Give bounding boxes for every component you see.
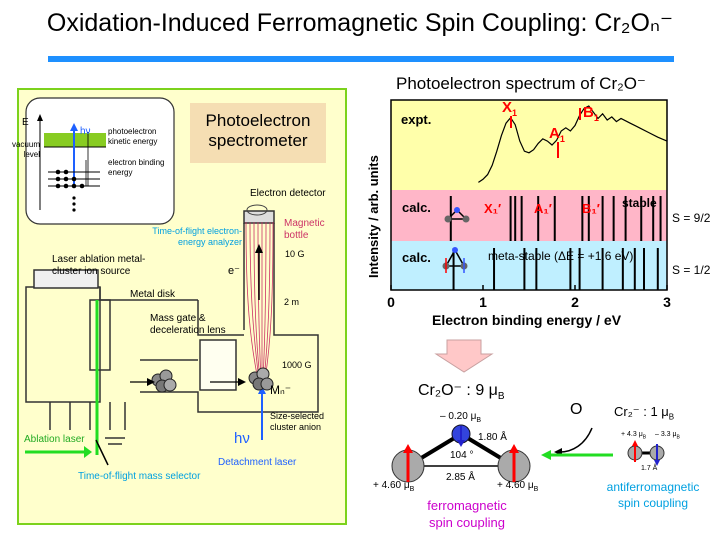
kinetic-label: photoelectron kinetic energy <box>108 127 158 146</box>
stable-sticks <box>449 196 662 241</box>
calc-stable-label: calc. <box>402 200 431 215</box>
hv-inset-label: hν <box>80 126 91 137</box>
o-atom-label: O <box>570 401 583 418</box>
cluster-icon <box>151 369 177 393</box>
field-10g-label: 10 G <box>285 249 305 259</box>
calc-x-label: X₁′ <box>484 201 502 216</box>
cr2-right-moment: – 3.3 μB <box>655 431 680 441</box>
bond-length-label: 1.80 Å <box>478 432 507 443</box>
expt-label: expt. <box>401 112 432 127</box>
cluster-mn-label: Mₙ⁻ <box>270 383 292 397</box>
x-tick-label: 3 <box>663 294 671 310</box>
title-underline <box>48 56 674 62</box>
cr2-bond-label: 1.7 Å <box>641 465 658 472</box>
cr-cr-label: 2.85 Å <box>446 472 475 483</box>
right-moment-label: + 4.60 μB <box>497 480 539 493</box>
cluster-anion-icon <box>248 367 274 391</box>
peak-x-label: X1 <box>502 99 518 118</box>
cr2-left-moment: + 4.3 μB <box>621 431 647 441</box>
length-label: 2 m <box>284 297 300 307</box>
ablation-laser-label: Ablation laser <box>24 434 85 445</box>
electron-label: e⁻ <box>228 265 240 277</box>
detector-icon <box>246 204 268 216</box>
x-axis-ticks: 0 1 2 3 <box>387 285 671 310</box>
cr2-moment-label: Cr₂⁻ : 1 μB <box>614 404 675 422</box>
angle-label: 104 ° <box>450 450 474 461</box>
detector-label: Electron detector <box>250 188 326 199</box>
x-tick-label: 2 <box>571 294 579 310</box>
calc-metastable-label: calc. <box>402 250 431 265</box>
left-moment-label: + 4.60 μB <box>373 480 415 493</box>
page-title: Oxidation-Induced Ferromagnetic Spin Cou… <box>46 9 674 37</box>
peak-b-label: B1 <box>583 104 599 123</box>
tof-mass-label: Time-of-flight mass selector <box>78 471 201 482</box>
ablation-source-label: Laser ablation metal-cluster ion source <box>52 254 146 277</box>
calc-stable-panel <box>391 190 667 241</box>
metastable-molecule-icon <box>442 247 468 273</box>
energy-axis-label: E <box>22 117 29 128</box>
metastable-sticks <box>452 248 659 290</box>
detachment-laser-label: Detachment laser <box>218 457 297 468</box>
magnetic-bottle-label: Magnetic bottle <box>284 218 325 241</box>
laser-beams <box>25 300 266 466</box>
x-tick-label: 0 <box>387 294 395 310</box>
spectrometer-title: Photoelectron spectrometer <box>190 103 326 163</box>
spectrum-xlabel: Electron binding energy / eV <box>432 312 622 328</box>
metal-disk-label: Metal disk <box>130 289 176 300</box>
tof-electron-label: Time-of-flight electron-energy analyzer <box>152 226 242 247</box>
binding-label: electron binding energy <box>108 158 165 177</box>
x-tick-label: 1 <box>479 294 487 310</box>
spectrum-title: Photoelectron spectrum of Cr₂O⁻ <box>396 74 646 93</box>
stable-molecule-icon <box>444 207 470 223</box>
mass-gate-label: Mass gate & deceleration lens <box>150 313 226 336</box>
calc-metastable-panel <box>391 241 667 290</box>
peak-a-label: A1 <box>549 125 565 144</box>
cr2o-molecule <box>391 424 531 483</box>
cr2-molecule <box>627 440 665 466</box>
down-arrow-icon <box>434 339 494 373</box>
o-addition-arrow <box>559 427 593 453</box>
calc-b-label: B₁′ <box>582 201 600 216</box>
energy-level-inset <box>25 97 175 225</box>
calc-a-label: A₁′ <box>534 201 552 216</box>
field-1000g-label: 1000 G <box>282 360 312 370</box>
cr2o-moment-label: Cr₂O⁻ : 9 μB <box>418 382 505 403</box>
stable-label: stable <box>622 196 657 210</box>
expt-series-line <box>478 105 668 183</box>
hv-label: hν <box>234 430 250 447</box>
metastable-label: meta-stable (ΔE = +1.6 eV) <box>488 249 634 263</box>
spin-9-2-label: S = 9/2 <box>672 211 711 225</box>
o-moment-label: – 0.20 μB <box>440 411 482 424</box>
vacuum-label: vacuum level <box>11 140 40 159</box>
size-selected-label: Size-selected cluster anion <box>270 411 325 432</box>
spin-1-2-label: S = 1/2 <box>672 263 711 277</box>
expt-panel <box>391 100 667 190</box>
